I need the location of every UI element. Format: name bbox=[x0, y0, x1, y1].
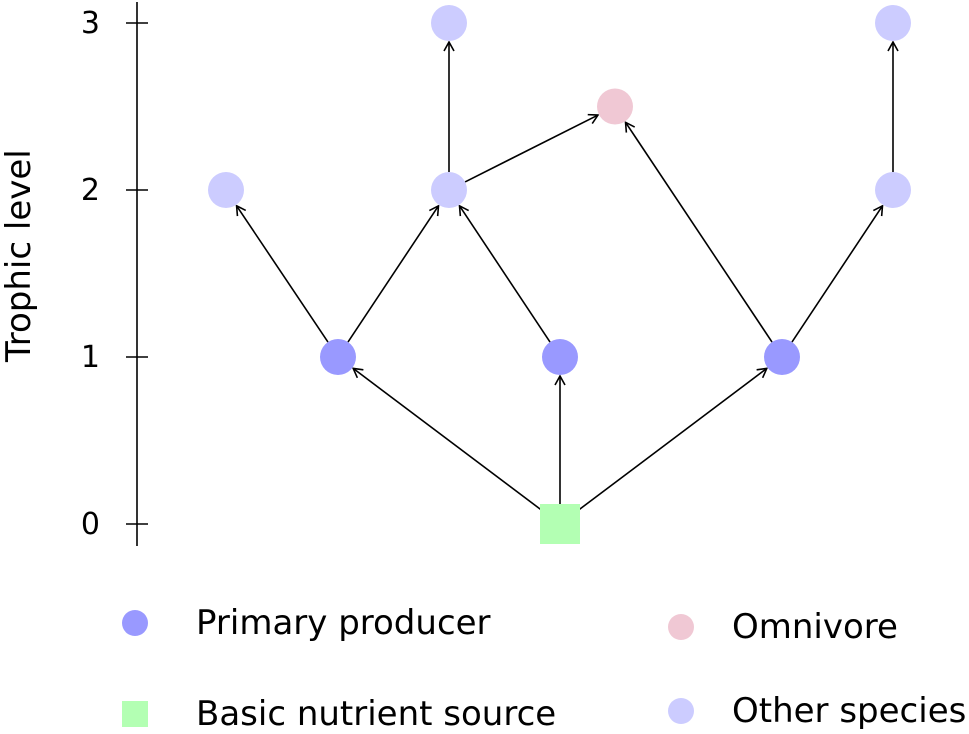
legend-primary-producer: Primary producer bbox=[122, 606, 491, 640]
node-primary-producer bbox=[320, 339, 356, 375]
omnivore-swatch-icon bbox=[668, 614, 694, 640]
node-other-species bbox=[208, 172, 244, 208]
node-other-species bbox=[431, 5, 467, 41]
y-tick-1: 1 bbox=[80, 340, 100, 375]
y-tick-3: 3 bbox=[80, 6, 100, 41]
node-other-species bbox=[431, 172, 467, 208]
legend-label: Basic nutrient source bbox=[196, 694, 557, 734]
primary-producer-swatch-icon bbox=[122, 610, 148, 636]
edge-arrow bbox=[573, 368, 766, 514]
y-axis bbox=[126, 2, 148, 546]
edge-arrow bbox=[347, 206, 439, 343]
edge-arrow bbox=[464, 115, 598, 183]
node-primary-producer bbox=[542, 339, 578, 375]
node-other-species bbox=[875, 5, 911, 41]
node-primary-producer bbox=[764, 339, 800, 375]
y-axis-label: Trophic level bbox=[0, 149, 39, 362]
nodes bbox=[208, 5, 911, 544]
edge-arrow bbox=[791, 206, 883, 343]
node-basic-nutrient-source bbox=[540, 504, 580, 544]
legend-other-species: Other species bbox=[668, 694, 966, 728]
y-tick-2: 2 bbox=[80, 173, 100, 208]
edges bbox=[237, 42, 893, 514]
edge-arrow bbox=[237, 206, 329, 343]
legend-label: Omnivore bbox=[732, 607, 898, 647]
edge-arrow bbox=[353, 368, 547, 514]
basic-nutrient-source-swatch-icon bbox=[122, 701, 148, 727]
node-other-species bbox=[875, 172, 911, 208]
y-tick-0: 0 bbox=[80, 507, 100, 542]
legend-label: Other species bbox=[732, 691, 967, 731]
edge-arrow bbox=[626, 122, 773, 343]
legend-label: Primary producer bbox=[196, 603, 491, 643]
legend-omnivore: Omnivore bbox=[668, 610, 898, 644]
other-species-swatch-icon bbox=[668, 698, 694, 724]
edge-arrow bbox=[460, 206, 551, 343]
legend-basic-nutrient-source: Basic nutrient source bbox=[122, 697, 556, 731]
node-omnivore bbox=[597, 88, 633, 125]
